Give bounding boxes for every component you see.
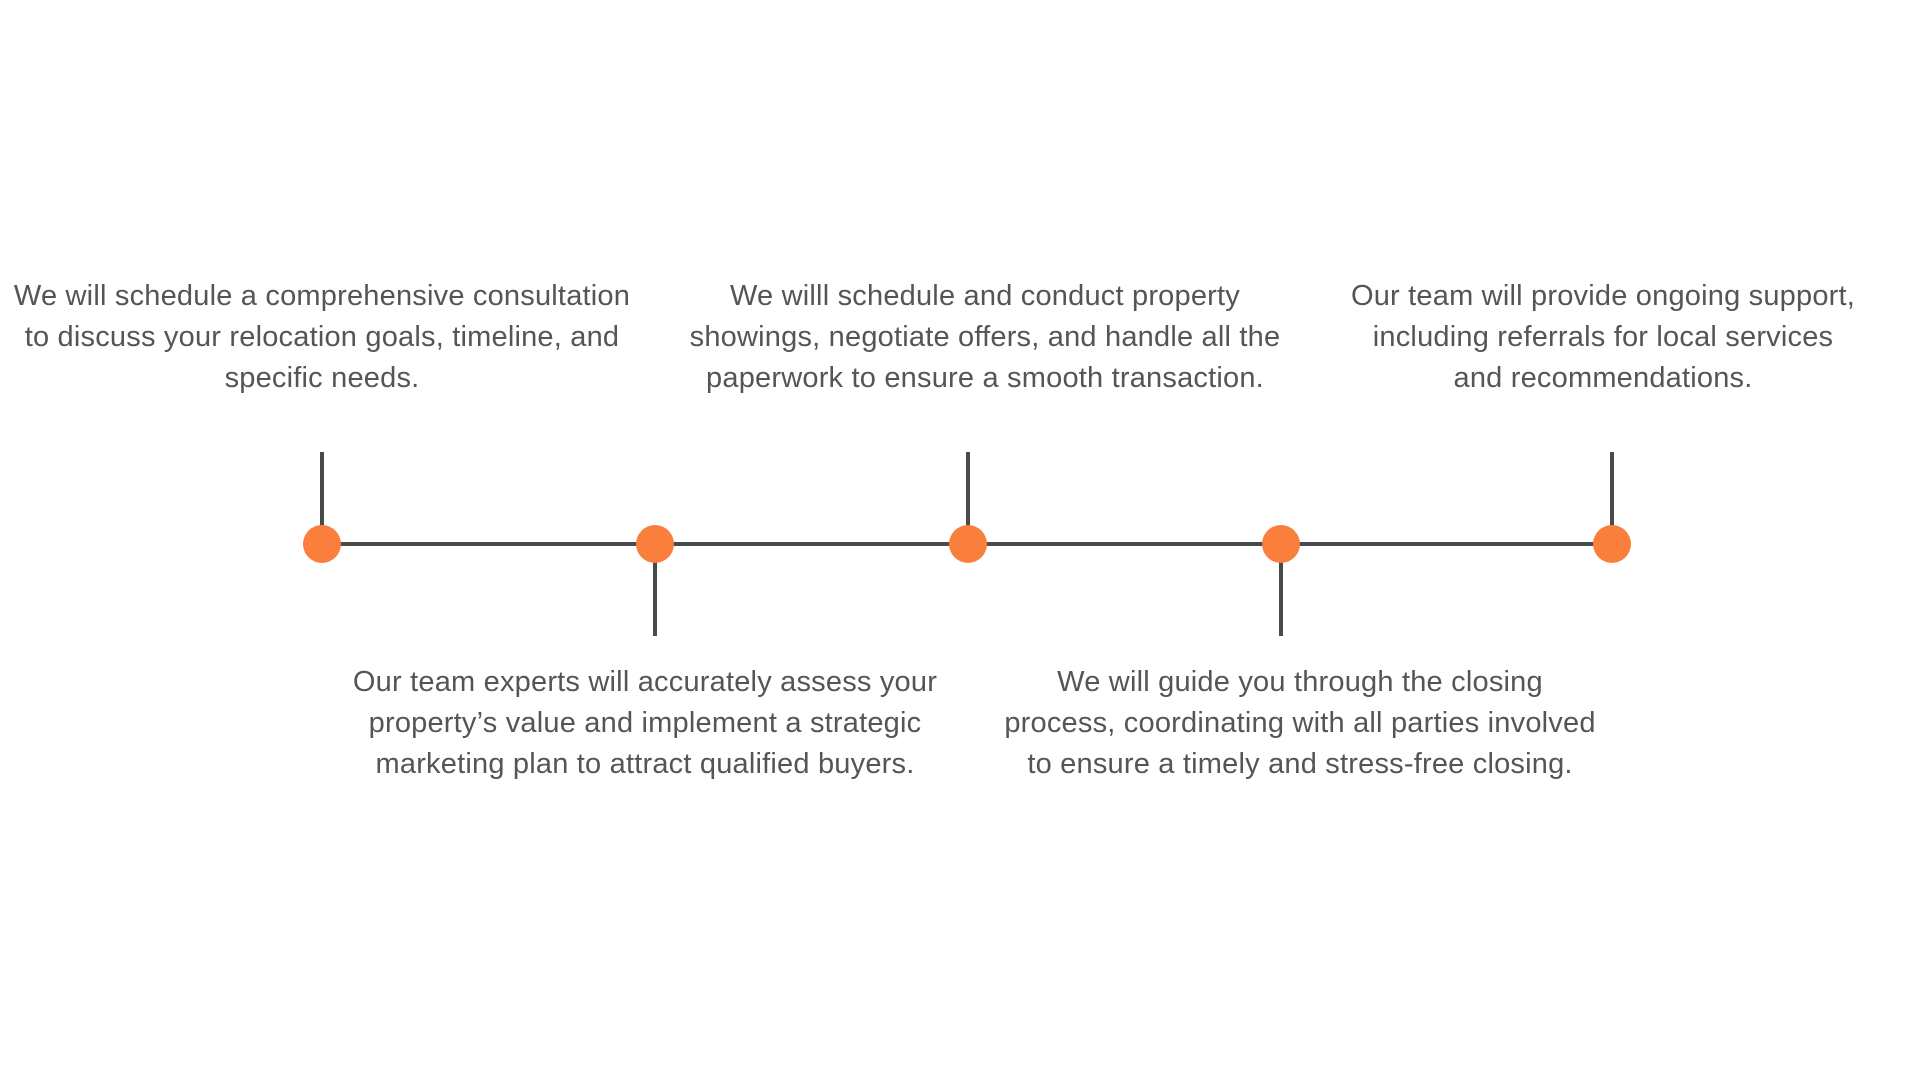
step-1-node (303, 525, 341, 563)
step-5-node (1593, 525, 1631, 563)
step-4-node (1262, 525, 1300, 563)
step-3-description: We willl schedule and conduct property s… (689, 280, 1281, 394)
step-2-node (636, 525, 674, 563)
step-5-description: Our team will provide ongoing support, i… (1350, 280, 1856, 394)
step-3-node (949, 525, 987, 563)
step-1-description: We will schedule a comprehensive consult… (13, 280, 631, 394)
step-4-description: We will guide you through the closing pr… (1004, 666, 1596, 780)
step-2-description: Our team experts will accurately assess … (352, 666, 938, 780)
